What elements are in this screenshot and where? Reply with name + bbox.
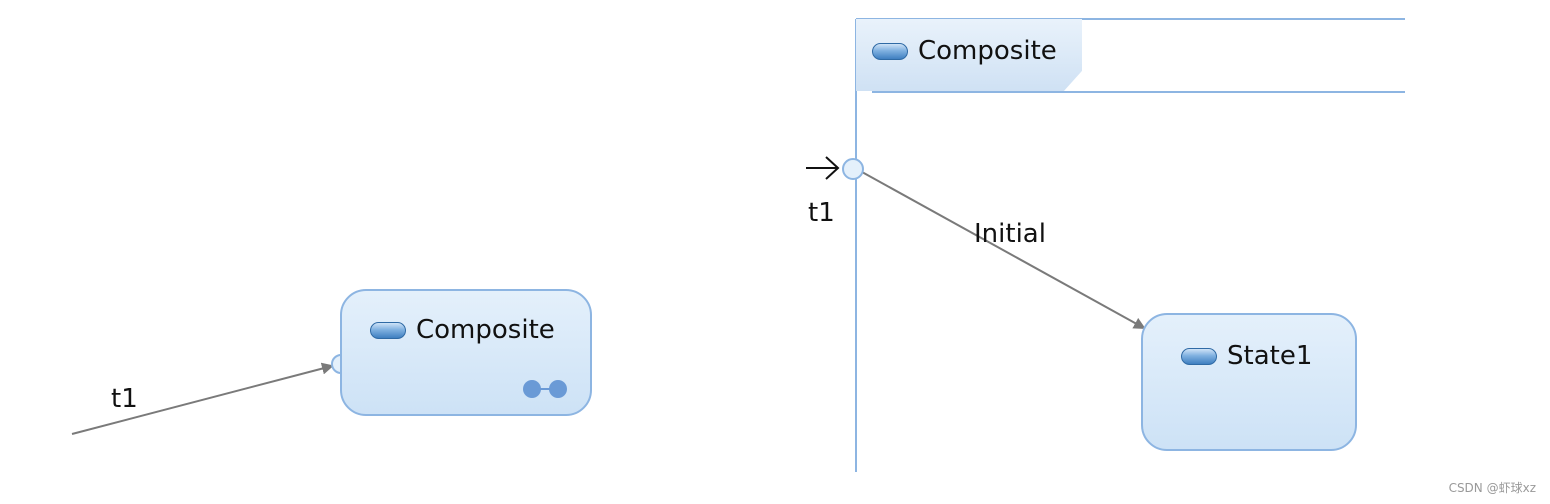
left-composite-title: Composite	[370, 315, 555, 345]
state1-label: State1	[1227, 341, 1313, 371]
state-capsule-icon	[370, 321, 406, 339]
frame-title-label: Composite	[918, 36, 1057, 66]
arrow-right-icon	[806, 156, 840, 180]
entry-point-label: t1	[808, 198, 835, 228]
state1-node[interactable]	[1141, 313, 1357, 451]
state-capsule-icon	[1181, 347, 1217, 365]
left-composite-state[interactable]	[340, 289, 592, 416]
initial-transition-label: Initial	[974, 219, 1046, 249]
initial-transition-edge[interactable]	[861, 171, 1146, 329]
right-entry-point[interactable]	[842, 158, 864, 180]
left-transition-label: t1	[111, 384, 138, 414]
connector-icon[interactable]	[523, 380, 567, 398]
watermark: CSDN @虾球xz	[1448, 481, 1536, 495]
state1-title: State1	[1181, 341, 1312, 371]
left-composite-label: Composite	[416, 315, 555, 345]
frame-title: Composite	[872, 36, 1057, 66]
state-capsule-icon	[872, 42, 908, 60]
left-transition-edge[interactable]	[71, 362, 334, 435]
